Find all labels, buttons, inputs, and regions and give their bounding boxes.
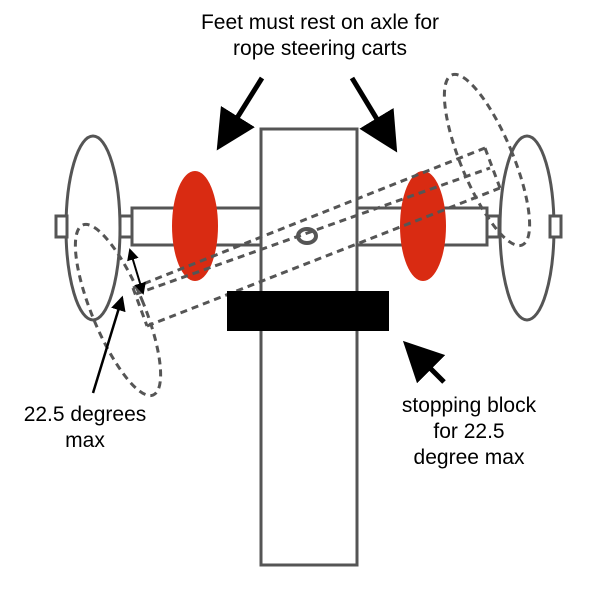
stopping-block-line-1: stopping block <box>401 394 537 417</box>
left-foot-arrow <box>216 76 265 151</box>
right-foot-arrow <box>349 76 398 153</box>
left-inner-hub <box>118 214 134 239</box>
angle-indicator-arrow <box>127 248 146 295</box>
right-foot <box>400 171 446 281</box>
stopping-block-line-2: for 22.5 <box>433 420 505 443</box>
feet-instruction-line-1: Feet must rest on axle for <box>200 11 440 34</box>
feet-instruction-label: Feet must rest on axle for rope steering… <box>170 10 470 62</box>
cart-frame <box>259 127 359 567</box>
left-outer-hub <box>54 214 69 239</box>
stopping-block <box>227 291 389 331</box>
degrees-label-arrow <box>91 295 126 394</box>
stopping-block-line-3: degree max <box>413 446 525 469</box>
feet-instruction-line-2: rope steering carts <box>233 37 407 60</box>
stopping-block-label: stopping block for 22.5 degree max <box>384 393 554 471</box>
angle-limit-line-1: 22.5 degrees <box>23 403 147 426</box>
left-wheel-rotated <box>73 222 163 398</box>
left-wheel <box>64 134 122 322</box>
angle-limit-label: 22.5 degrees max <box>10 402 160 454</box>
stopping-block-arrow <box>402 340 446 384</box>
right-outer-hub <box>548 214 563 239</box>
angle-limit-line-2: max <box>65 429 105 452</box>
right-wheel-rotated <box>442 72 532 248</box>
left-foot <box>172 171 218 281</box>
right-wheel <box>498 134 556 322</box>
